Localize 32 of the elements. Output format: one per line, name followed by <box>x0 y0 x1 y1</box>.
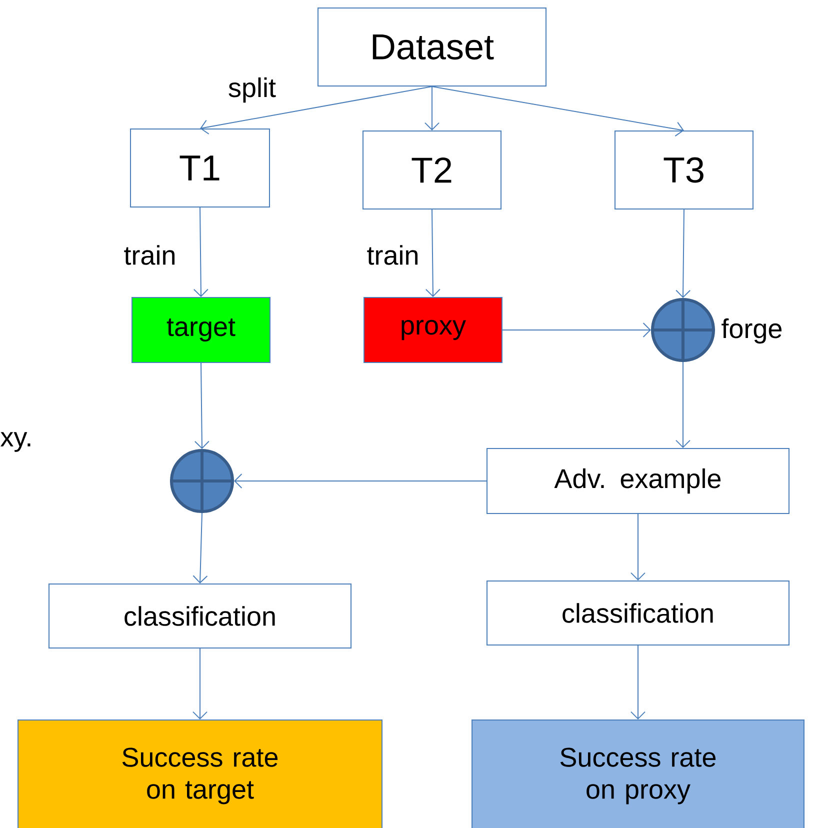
arrow <box>192 648 208 720</box>
arrow <box>194 362 210 449</box>
arrow <box>193 207 208 297</box>
arrow <box>676 362 690 448</box>
arrow <box>425 209 440 297</box>
arrow <box>424 86 440 130</box>
process-box: Dataset <box>318 8 546 86</box>
sum-circle <box>650 296 716 364</box>
process-box: classification <box>48 584 352 648</box>
cut-off-text: xy. <box>0 432 30 452</box>
process-box: T2 <box>362 130 502 210</box>
arrow <box>432 86 684 137</box>
edge-label: train <box>122 244 178 266</box>
edge-label: train <box>366 244 420 266</box>
result-box: Success rate on target <box>18 720 382 828</box>
process-box: proxy <box>364 297 502 363</box>
process-box: Adv. example <box>486 448 790 514</box>
process-box: target <box>132 297 270 363</box>
arrow <box>192 512 208 584</box>
arrow <box>630 514 646 580</box>
process-box: classification <box>486 580 790 646</box>
arrow <box>200 86 432 135</box>
arrow <box>502 322 651 338</box>
result-box: Success rate on proxy <box>472 720 804 828</box>
sum-circle <box>168 448 236 514</box>
arrow <box>630 645 646 720</box>
arrow <box>234 474 487 488</box>
process-box: T3 <box>614 130 754 210</box>
edge-label: split <box>227 76 277 104</box>
node-caption: forge <box>722 318 782 344</box>
process-box: T1 <box>130 128 270 208</box>
arrow <box>676 209 691 298</box>
